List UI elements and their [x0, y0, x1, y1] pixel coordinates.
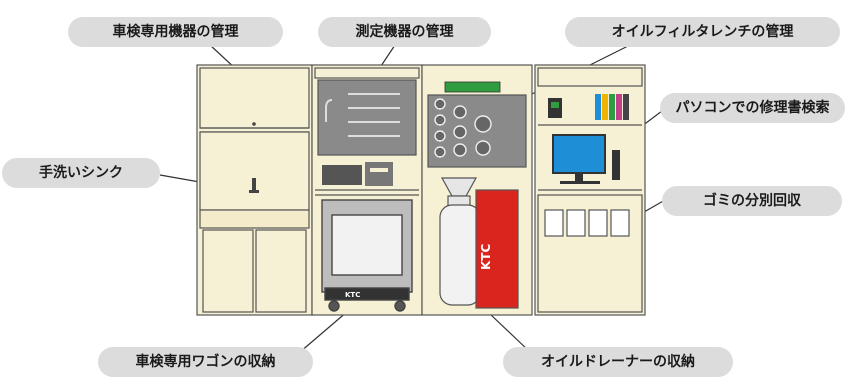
callout-garbage-sorting: ゴミの分別回収 — [662, 186, 842, 216]
desk-tools-icon — [322, 162, 393, 186]
drainer-brand-label: KTC — [479, 244, 493, 270]
measuring-tools-icon — [325, 93, 400, 137]
callout-special-equipment: 車検専用機器の管理 — [68, 17, 283, 47]
computer-monitor-icon — [552, 134, 620, 184]
wagon-brand-label: KTC — [345, 291, 360, 299]
service-wagon — [321, 199, 413, 312]
green-case — [444, 81, 501, 93]
callout-measuring-equipment: 測定機器の管理 — [318, 17, 491, 47]
callout-pc-repair-search: パソコンでの修理書検索 — [660, 93, 845, 123]
cabinet-knob — [252, 122, 256, 126]
oil-drainer — [439, 177, 519, 309]
callout-oil-filter-wrench: オイルフィルタレンチの管理 — [565, 17, 840, 47]
sink-cabinet — [196, 64, 313, 316]
faucet-icon — [249, 178, 259, 193]
binders-icon — [548, 94, 629, 120]
callout-hand-wash-sink: 手洗いシンク — [2, 158, 160, 188]
garbage-bins-icon — [544, 209, 630, 237]
filter-wrench-icons — [434, 98, 492, 158]
callout-oil-drainer-storage: オイルドレーナーの収納 — [503, 347, 733, 377]
callout-wagon-storage: 車検専用ワゴンの収納 — [98, 347, 313, 377]
